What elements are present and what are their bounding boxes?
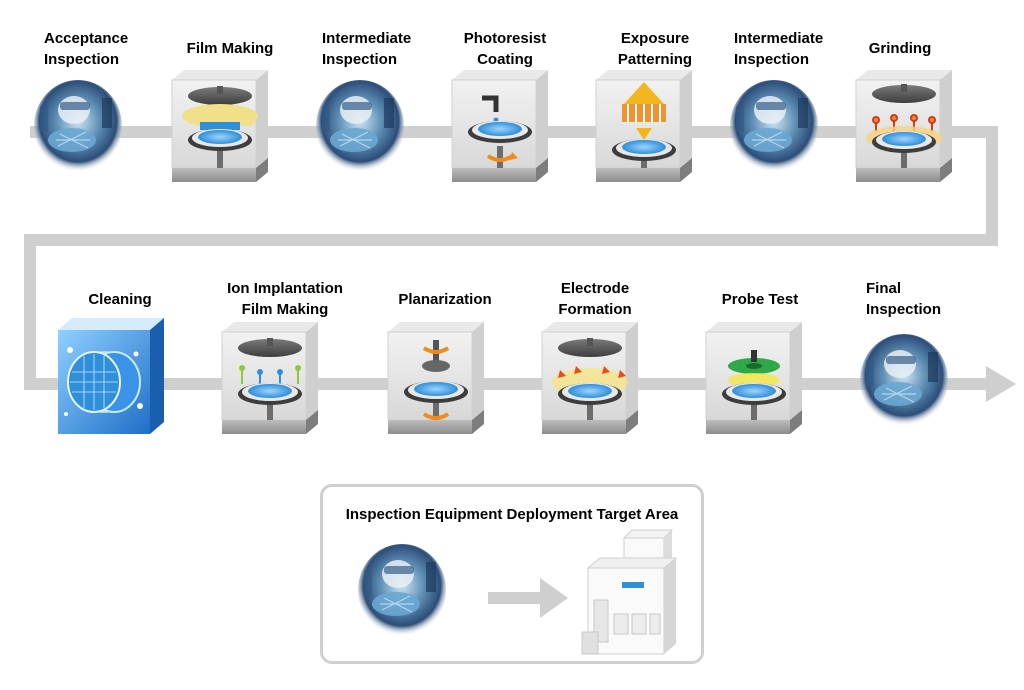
flow-arrowhead-icon [986, 366, 1016, 402]
step-label-exposure-patterning: Exposure Patterning [617, 30, 693, 68]
ion-implantation-icon [221, 321, 319, 435]
inspection-photo-icon [315, 79, 405, 173]
inspection-equipment-icon [581, 529, 678, 655]
step-label-probe-test: Probe Test [721, 291, 799, 308]
photoresist-coating-icon [451, 69, 549, 183]
step-label-ion-implantation: Ion Implantation Film Making [227, 280, 343, 318]
probe-test-icon [705, 321, 803, 435]
cleaning-icon [58, 318, 164, 434]
grinding-icon [855, 69, 953, 183]
step-label-photoresist-coating: Photoresist Coating [463, 30, 547, 68]
exposure-patterning-icon [595, 69, 693, 183]
step-label-acceptance-inspection: Acceptance Inspection [44, 30, 129, 68]
step-label-final-inspection: Final Inspection [866, 280, 942, 318]
inspection-photo-icon [729, 79, 819, 173]
film-making-icon [171, 69, 269, 183]
electrode-formation-icon [541, 321, 639, 435]
step-label-electrode-formation: Electrode Formation [558, 280, 632, 318]
step-label-cleaning: Cleaning [88, 291, 152, 308]
target-area-box [320, 484, 704, 664]
inspection-photo-icon [859, 333, 949, 427]
target-area-title: Inspection Equipment Deployment Target A… [345, 506, 679, 523]
step-label-intermediate-inspection-2: Intermediate Inspection [734, 30, 824, 68]
step-label-planarization: Planarization [398, 291, 492, 308]
step-label-grinding: Grinding [868, 40, 932, 57]
planarization-icon [387, 321, 485, 435]
step-label-intermediate-inspection-1: Intermediate Inspection [322, 30, 412, 68]
inspection-photo-icon [33, 79, 123, 173]
step-label-film-making: Film Making [186, 40, 274, 57]
arrow-right-icon [488, 578, 568, 618]
